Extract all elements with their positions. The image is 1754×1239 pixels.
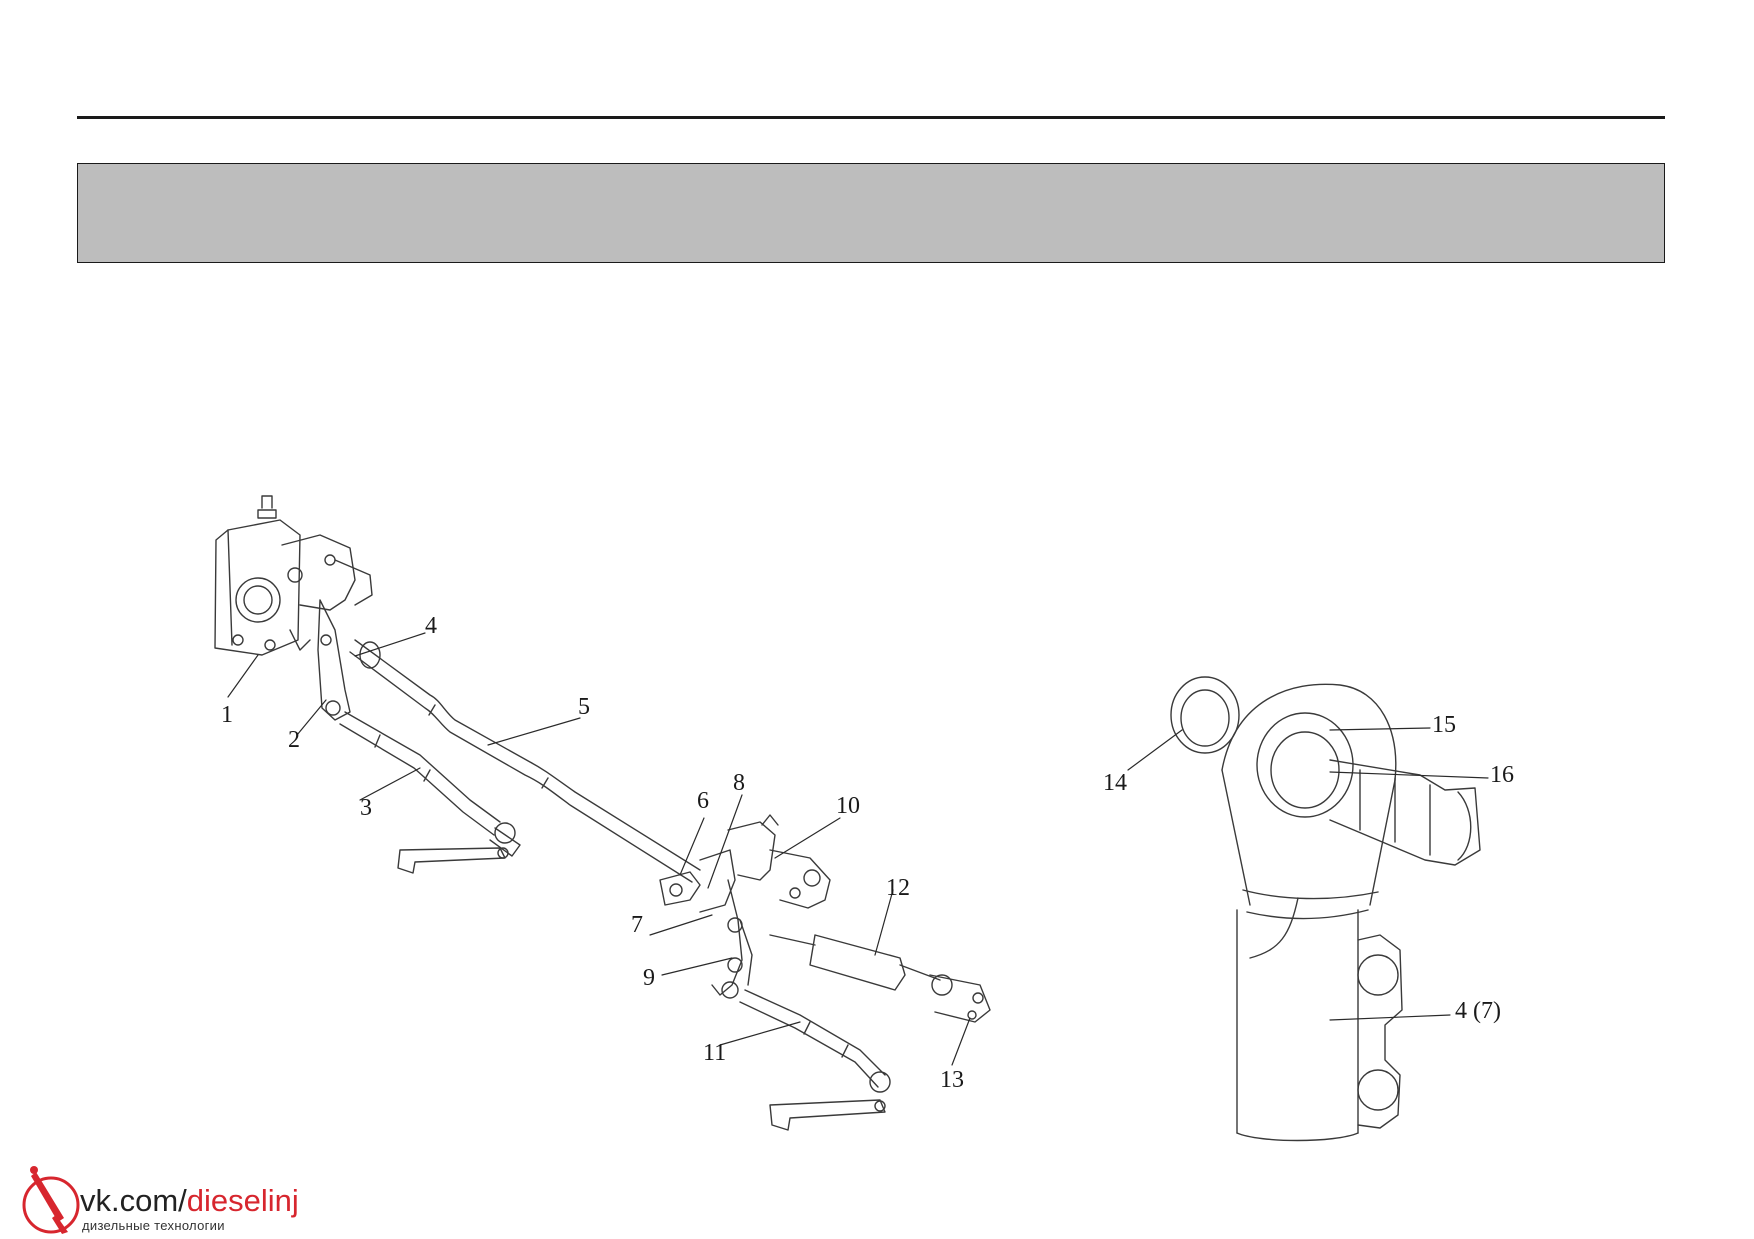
tie-rod-left [339, 711, 521, 857]
callout-10: 10 [836, 793, 860, 819]
knuckle-arm-right [769, 1099, 886, 1131]
callout-14: 14 [1103, 770, 1127, 796]
callout-8: 8 [733, 770, 745, 796]
leader-lines-right [1127, 727, 1489, 1021]
callout-11: 11 [703, 1040, 726, 1066]
watermark-url-prefix: vk.com/ [80, 1183, 187, 1218]
pitman-arm [317, 599, 351, 721]
leader-lines-left [227, 632, 971, 1066]
steering-damper [769, 934, 991, 1023]
idler-arm-assembly [659, 814, 831, 999]
drag-link-tube [349, 639, 701, 883]
callout-13: 13 [940, 1067, 964, 1093]
callout-15: 15 [1432, 712, 1456, 738]
callout-2: 2 [288, 727, 300, 753]
callout-4-7: 4 (7) [1455, 998, 1501, 1024]
top-rule [77, 116, 1665, 119]
callout-12: 12 [886, 875, 910, 901]
callout-labels-left: 1 2 3 4 5 6 7 8 9 10 11 12 13 [221, 613, 964, 1093]
callout-6: 6 [697, 788, 709, 814]
callout-labels-right: 14 15 16 4 (7) [1103, 712, 1514, 1024]
knuckle-arm-left [397, 847, 509, 874]
callout-3: 3 [360, 795, 372, 821]
callout-9: 9 [643, 965, 655, 991]
callout-16: 16 [1490, 762, 1514, 788]
steering-gear-box [214, 495, 373, 656]
callout-1: 1 [221, 702, 233, 728]
watermark-subtitle: дизельные технологии [82, 1218, 225, 1233]
callout-5: 5 [578, 694, 590, 720]
arm-detail [1170, 676, 1481, 1142]
watermark-url[interactable]: vk.com/dieselinj [80, 1185, 299, 1216]
header-band [77, 163, 1665, 263]
dieselinj-logo-icon [22, 1166, 80, 1234]
watermark-url-highlight: dieselinj [186, 1183, 299, 1218]
callout-4: 4 [425, 613, 437, 639]
callout-7: 7 [631, 912, 643, 938]
tie-rod-right [739, 989, 891, 1093]
